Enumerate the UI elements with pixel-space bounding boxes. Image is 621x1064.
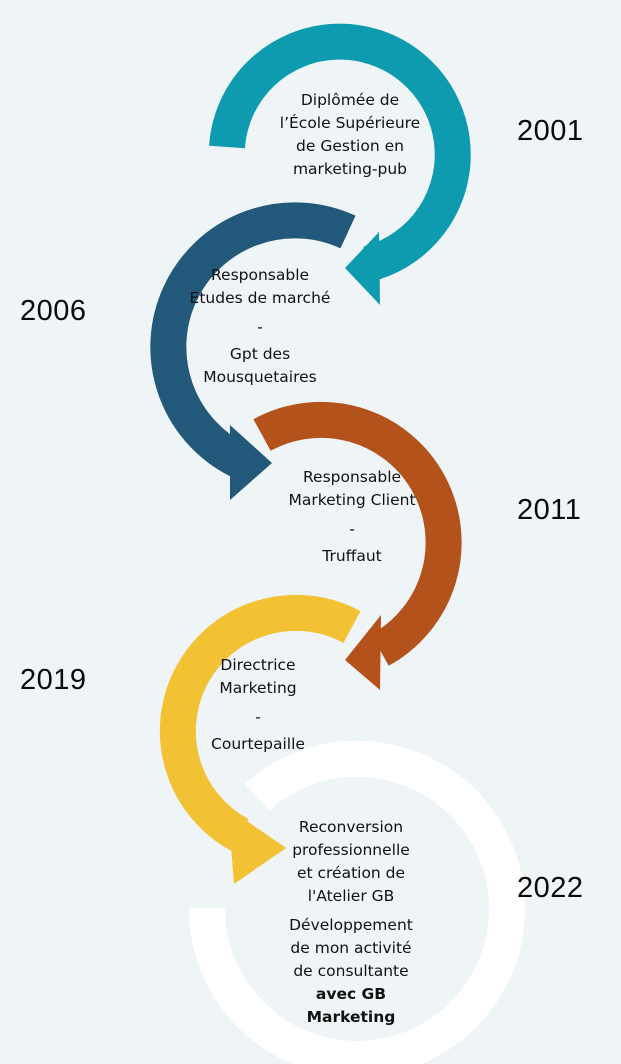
step-line-b: de mon activité xyxy=(290,939,412,957)
arrow-2019 xyxy=(228,808,286,884)
step-org-line: Truffaut xyxy=(322,547,382,565)
step-line: l’École Supérieure xyxy=(279,114,421,132)
step-line-b: de consultante xyxy=(293,962,409,980)
year-2022: 2022 xyxy=(517,872,584,904)
step-line: Reconversion xyxy=(298,818,404,836)
step-separator: - xyxy=(255,708,261,726)
arc-2019 xyxy=(159,594,361,851)
step-separator: - xyxy=(257,318,263,336)
step-org-line: Courtepaille xyxy=(211,735,305,753)
step-2019-text: Directrice Marketing - Courtepaille xyxy=(158,654,358,756)
arrow-2011 xyxy=(345,615,381,690)
step-separator: - xyxy=(349,520,355,538)
step-line: professionnelle xyxy=(292,841,410,859)
step-bold-line: avec GB xyxy=(315,985,387,1003)
step-line: Marketing xyxy=(219,679,297,697)
arc-2011 xyxy=(253,401,462,666)
step-bold-line: Marketing xyxy=(306,1008,396,1026)
step-line: Marketing Client xyxy=(288,491,416,509)
step-org-line: Mousquetaires xyxy=(203,368,317,386)
step-2022-text: Reconversion professionnelle et création… xyxy=(251,816,451,1029)
step-line: Etudes de marché xyxy=(189,289,331,307)
arc-2006 xyxy=(150,202,356,479)
arrow-2001 xyxy=(345,232,380,305)
step-line: de Gestion en xyxy=(296,137,404,155)
step-line: l'Atelier GB xyxy=(307,887,395,905)
arc-2001 xyxy=(209,23,471,282)
step-2001-text: Diplômée de l’École Supérieure de Gestio… xyxy=(250,89,450,181)
ring-2022 xyxy=(188,740,525,1064)
step-line: Responsable xyxy=(210,266,310,284)
step-line: et création de xyxy=(296,864,406,882)
step-line-b: Développement xyxy=(289,916,413,934)
year-2019: 2019 xyxy=(20,664,87,696)
step-line: Responsable xyxy=(302,468,402,486)
arrow-2006 xyxy=(230,425,272,500)
step-line: marketing-pub xyxy=(292,160,408,178)
year-2011: 2011 xyxy=(517,494,582,526)
step-org-line: Gpt des xyxy=(229,345,291,363)
step-2011-text: Responsable Marketing Client - Truffaut xyxy=(252,466,452,568)
year-2006: 2006 xyxy=(20,295,87,327)
step-2006-text: Responsable Etudes de marché - Gpt des M… xyxy=(160,264,360,389)
year-2001: 2001 xyxy=(517,115,584,147)
step-line: Directrice xyxy=(220,656,296,674)
step-line: Diplômée de xyxy=(300,91,400,109)
